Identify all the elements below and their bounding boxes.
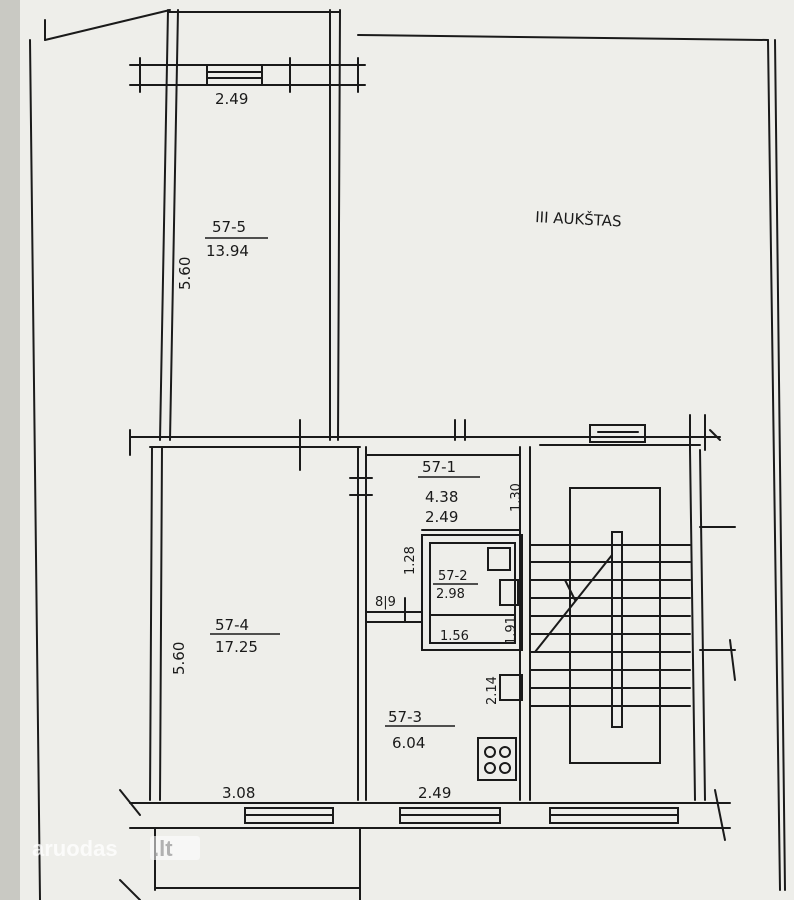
room4-wall-left-b <box>159 446 163 801</box>
stove <box>477 737 517 781</box>
stair-arrow <box>534 554 613 653</box>
sink-kitchen <box>499 674 523 701</box>
outer-wall-left-a <box>29 39 41 900</box>
stove-burner-4 <box>499 762 511 774</box>
stair-handrail <box>611 531 623 728</box>
toilet <box>499 579 519 606</box>
dim-bath-width: 1.56 <box>440 629 469 644</box>
top-window <box>206 64 263 86</box>
room1-code: 57-1 <box>422 458 456 476</box>
bottom-tick-3 <box>714 789 726 841</box>
dim-top-width: 2.49 <box>215 90 248 108</box>
room5-area: 13.94 <box>206 242 249 260</box>
dim-kitchen-offset: 2.14 <box>485 676 500 705</box>
paper-left-shadow <box>0 0 20 900</box>
room1-area: 4.38 <box>425 488 458 506</box>
stair-wall-right-a <box>689 449 696 801</box>
stair-wall-right-b <box>699 449 706 801</box>
room5-wall-left-b <box>169 9 179 441</box>
room5-wall-left-a <box>159 9 169 441</box>
watermark-tld: .lt <box>153 836 173 861</box>
dim-room4-height: 5.60 <box>170 642 188 675</box>
sink <box>487 547 511 571</box>
floor-label: III AUKŠTAS <box>535 207 622 230</box>
paper-sheet <box>8 0 794 900</box>
stove-burner-1 <box>484 746 496 758</box>
stove-burner-2 <box>499 746 511 758</box>
stair-arrow-head <box>564 579 576 601</box>
watermark-logo: aruodas .lt <box>32 836 200 861</box>
room3-code: 57-3 <box>388 708 422 726</box>
dim-hall-width: 2.49 <box>425 508 458 526</box>
vent-box <box>589 424 646 443</box>
walls <box>29 9 786 900</box>
outer-wall-right-b <box>774 39 786 891</box>
dim-door-split: 8|9 <box>375 595 396 610</box>
outer-wall-top-left <box>44 9 171 41</box>
room4-code: 57-4 <box>215 616 249 634</box>
room5-wall-right-b <box>337 9 341 441</box>
tick-right-3 <box>709 429 721 441</box>
stair-wall-right-e <box>729 639 736 681</box>
bottom-tick-2 <box>119 879 141 900</box>
stair-well <box>569 487 661 764</box>
stair-steps <box>529 544 691 707</box>
watermark-tld-box <box>150 836 200 860</box>
dim-bottom-room4: 3.08 <box>222 784 255 802</box>
room4-area: 17.25 <box>215 638 258 656</box>
room2-area: 2.98 <box>436 587 465 602</box>
dim-hall-height: 1.30 <box>509 483 524 512</box>
dim-bath-offset: 1.28 <box>403 546 418 575</box>
watermark-brand: aruodas <box>32 836 118 861</box>
bath-inner <box>429 542 516 644</box>
room4-wall-left-a <box>149 446 153 801</box>
dim-room5-height: 5.60 <box>176 257 194 290</box>
room2-code: 57-2 <box>438 569 468 584</box>
stove-burner-3 <box>484 762 496 774</box>
outer-wall-right-a <box>767 39 781 891</box>
room5-code: 57-5 <box>212 218 246 236</box>
labels: III AUKŠTAS 2.49 5.60 57-5 13.94 5.60 57… <box>170 90 622 802</box>
outer-wall-top-right <box>357 34 769 41</box>
dim-bottom-kitchen: 2.49 <box>418 784 451 802</box>
bottom-tick-1 <box>119 789 141 816</box>
dim-bath-height: 1.91 <box>504 616 519 645</box>
bath-outer <box>421 534 523 651</box>
room3-area: 6.04 <box>392 734 425 752</box>
